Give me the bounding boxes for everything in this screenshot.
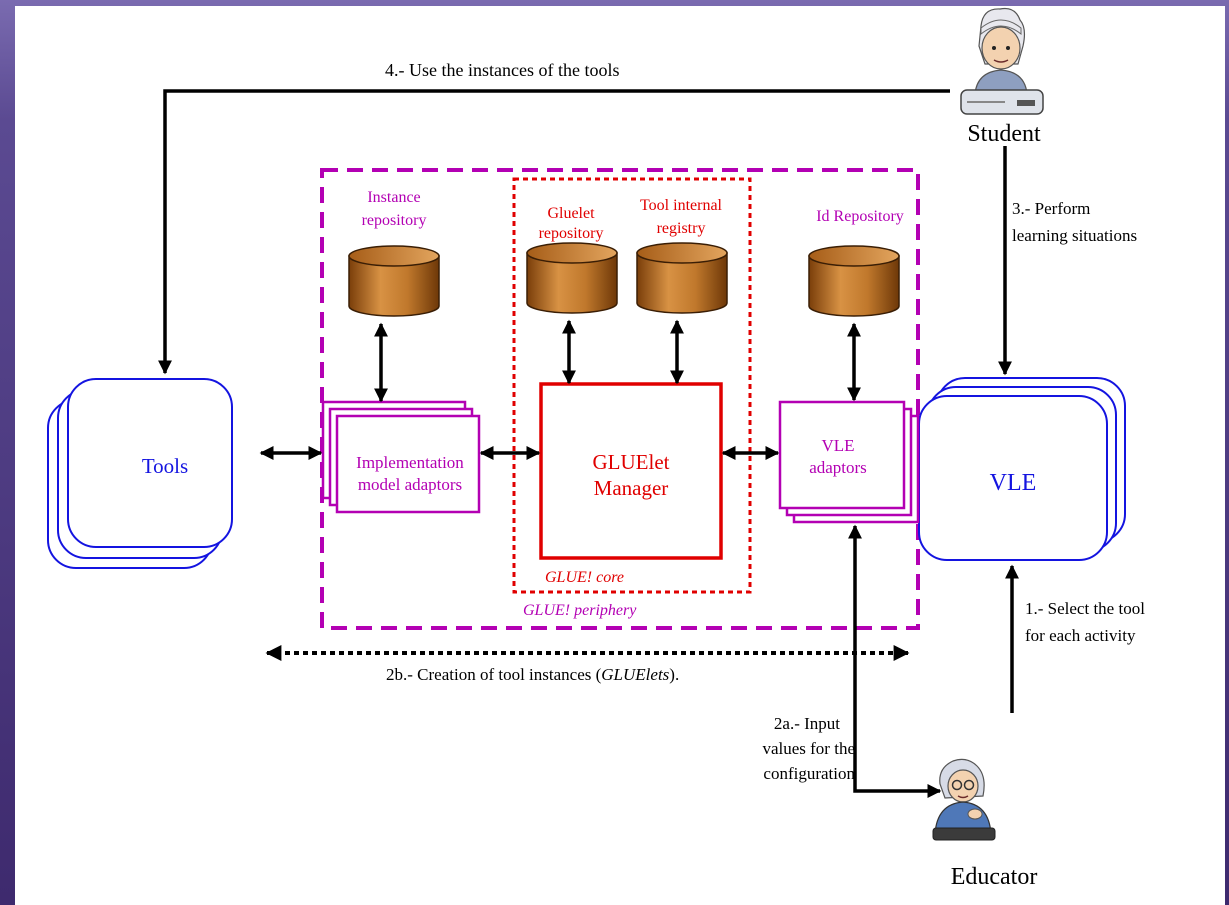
step2a-label-line1: 2a.- Input [774,714,840,733]
vle-adaptors-label-line1: VLE [821,436,854,455]
step1-label-line2: for each activity [1025,626,1136,645]
implementation-adaptors-label-line1: Implementation [356,453,464,472]
step4-label: 4.- Use the instances of the tools [385,60,619,80]
educator-at-computer-icon [932,758,996,841]
step3-label-line2: learning situations [1012,226,1137,245]
tools-box: Tools [47,378,233,569]
vle-adaptors-label-line2: adaptors [809,458,867,477]
tool-registry-cylinder: Tool internal registry [636,197,728,314]
gluelet-manager-label-line1: GLUElet [593,450,670,474]
vle-label: VLE [990,470,1037,496]
slide: GLUE! periphery GLUE! core Tools VLE Imp… [15,6,1225,905]
glue-periphery-label: GLUE! periphery [523,602,637,619]
step2a-label-line3: configuration [763,764,855,783]
gluelet-repository-label-line2: repository [539,225,604,242]
student-at-computer-icon [960,7,1044,115]
gluelet-repository-label-line1: Gluelet [547,205,595,222]
student-label: Student [967,121,1041,147]
tool-registry-label-line2: registry [657,220,706,237]
step2b-label: 2b.- Creation of tool instances (GLUElet… [386,665,679,684]
step1-label-line1: 1.- Select the tool [1025,599,1145,618]
implementation-adaptors-label-line2: model adaptors [358,475,462,494]
instance-repository-label-line2: repository [362,212,427,229]
gluelet-manager-label-line2: Manager [594,476,669,500]
gluelet-repository-cylinder: Gluelet repository [526,205,618,314]
glue-core-label: GLUE! core [545,569,624,586]
glue-periphery-region [320,168,920,630]
instance-repository-label-line1: Instance [367,189,420,206]
id-repository-cylinder: Id Repository [808,208,904,317]
gluelet-manager-box: GLUElet Manager [539,382,723,560]
tool-registry-label-line1: Tool internal [640,197,723,214]
id-repository-label: Id Repository [816,208,904,225]
vle-box: VLE [918,377,1126,561]
glue-core-region [512,177,752,594]
instance-repository-cylinder: Instance repository [348,189,440,317]
educator-label: Educator [951,864,1038,890]
tools-label: Tools [142,454,188,478]
architecture-diagram: GLUE! periphery GLUE! core Tools VLE Imp… [47,7,1145,890]
step2a-label-line2: values for the [762,739,855,758]
step4-arrow [158,89,950,375]
step2a-arrow [848,524,942,798]
implementation-adaptors-box: Implementation model adaptors [321,400,481,514]
vle-adaptors-box: VLE adaptors [778,400,920,524]
connectors [158,89,1019,798]
step3-label-line1: 3.- Perform [1012,199,1090,218]
